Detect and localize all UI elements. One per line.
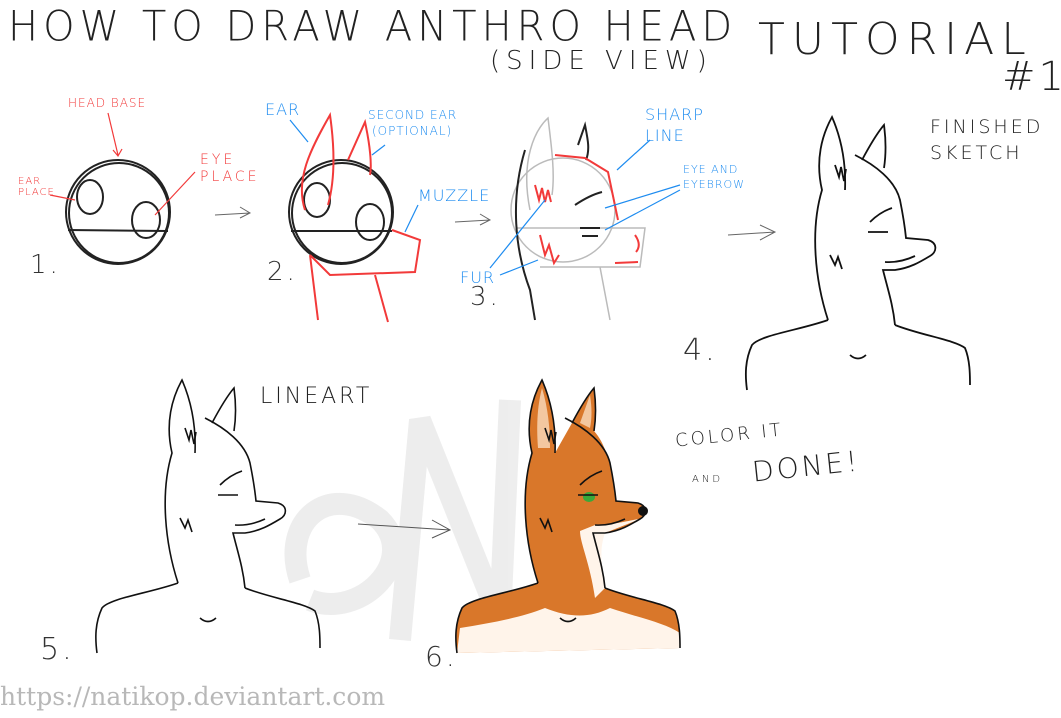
step1-head-base [65,159,171,265]
label-finished-sketch: FINISHED SKETCH [930,116,1044,164]
label-fur: FUR [460,268,496,287]
label-eye-place: EYE PLACE [200,152,260,185]
label-muzzle: MUZZLE [418,186,491,205]
arrow-2-to-3 [454,213,492,226]
step3-arrows [489,139,681,276]
tutorial-number: #1 [1002,54,1061,100]
step-number-2: 2. [267,257,298,287]
step-number-3: 3. [470,282,501,312]
watermark-logo [284,399,521,641]
step6-colored-head [455,379,681,654]
step-number-6: 6. [425,640,458,673]
label-optional: (OPTIONAL) [372,124,453,138]
page-title: HOW TO DRAW ANTHRO HEAD [8,2,738,52]
arrow-5-to-6 [357,519,452,539]
step-number-5: 5. [40,632,75,667]
label-ear: EAR [265,100,301,119]
step3-red-lines [534,154,640,266]
label-head-base: HEAD BASE [68,96,147,110]
label-sharp-line: SHARP LINE [645,105,704,145]
label-second-ear: SECOND EAR [368,108,458,122]
watermark-url: https://natikop.deviantart.com [0,682,386,711]
page-subtitle: (SIDE VIEW) [490,46,713,76]
step2-head [288,159,394,265]
step-number-1: 1. [30,250,61,280]
step2-arrows [289,119,419,233]
arrow-1-to-2 [214,206,252,219]
step-number-4: 4. [683,333,718,368]
label-eye-and-eyebrow: EYE AND EYEBROW [683,163,745,191]
label-ear-place: EAR PLACE [18,176,55,198]
label-lineart: LINEART [260,384,373,409]
step5-lineart [95,379,321,654]
label-and: AND [692,474,724,485]
step3-lines [514,121,603,321]
arrow-3-to-4 [727,224,777,241]
step1-arrows [49,112,196,216]
tutorial-label: TUTORIAL [758,14,1033,65]
step2-red-guides [300,111,422,323]
